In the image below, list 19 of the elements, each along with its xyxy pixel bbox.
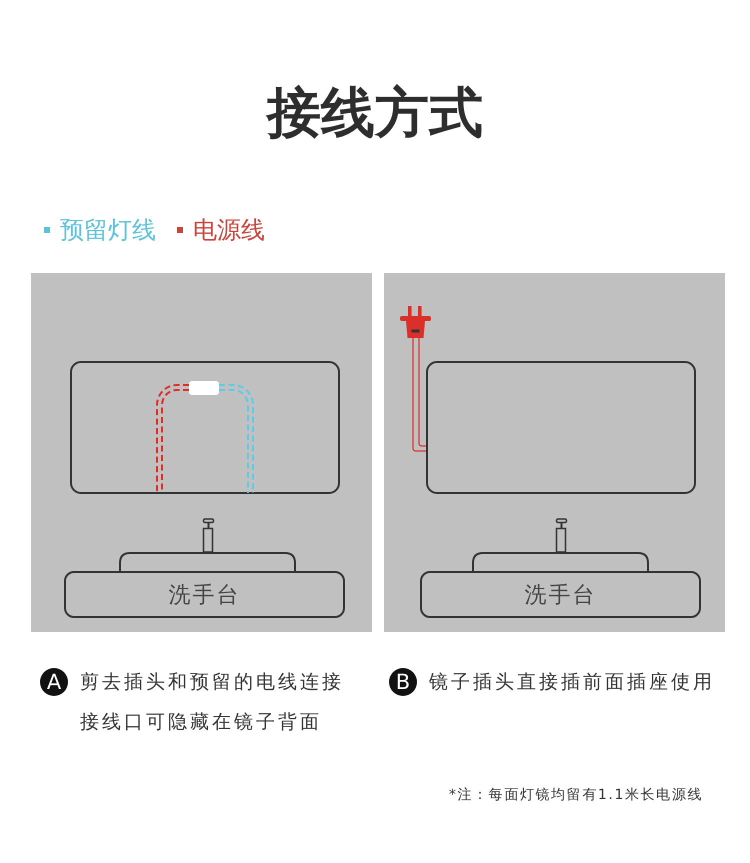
connector-block — [188, 380, 218, 394]
wire — [412, 337, 427, 452]
mirror-frame — [426, 361, 696, 494]
mirror-frame — [70, 361, 340, 494]
panel — [31, 273, 372, 632]
letter-badge: A — [40, 668, 68, 696]
dashed-wire — [218, 384, 254, 494]
instruction-text: 镜子插头直接插前面插座使用 — [429, 670, 715, 695]
panel — [384, 273, 725, 632]
sink-counter: 洗手台 — [64, 571, 345, 618]
letter-badge: B — [389, 668, 417, 696]
plug-icon — [400, 306, 431, 338]
legend-label: 电源线 — [193, 215, 265, 245]
sink-counter: 洗手台 — [420, 571, 701, 618]
footnote: *注：每面灯镜均留有1.1米长电源线 — [448, 786, 703, 805]
dashed-wire — [156, 384, 190, 494]
legend-label: 预留灯线 — [60, 215, 156, 245]
title: 接线方式 — [267, 81, 483, 144]
instruction-text: 剪去插头和预留的电线连接接线口可隐藏在镜子背面 — [80, 670, 345, 735]
